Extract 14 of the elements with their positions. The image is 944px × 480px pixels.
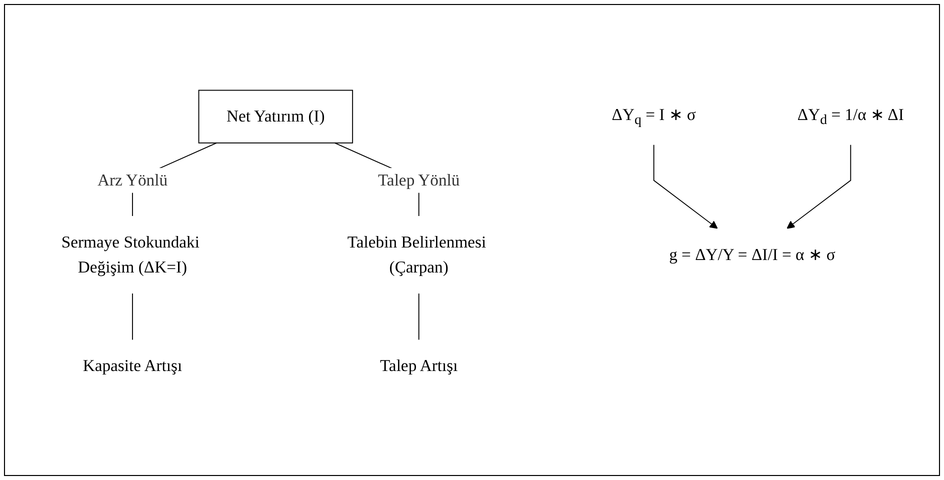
node-text: ΔY$_{q}$ = I ∗ σ bbox=[612, 104, 696, 128]
node-text: Talep Artışı bbox=[380, 356, 458, 374]
edge-label: Arz Yönlü bbox=[97, 170, 168, 189]
connector bbox=[418, 292, 420, 340]
connector bbox=[132, 292, 133, 340]
node-text: Talebin Belirlenmesi (Çarpan) bbox=[347, 232, 486, 276]
node-text: Sermaye Stokundaki Değişim (ΔK=I) bbox=[61, 232, 200, 276]
edge-label: Talep Yönlü bbox=[378, 170, 460, 189]
node-box: Net Yatırım (I) bbox=[198, 89, 354, 143]
arrow bbox=[786, 144, 852, 228]
node-text: g = ΔY/Y = ΔI/I = α ∗ σ bbox=[669, 244, 836, 264]
node-text: ΔY$_{d}$ = 1/α ∗ ΔI bbox=[797, 104, 904, 128]
node-text: Kapasite Artışı bbox=[82, 356, 182, 374]
arrow bbox=[653, 144, 718, 228]
